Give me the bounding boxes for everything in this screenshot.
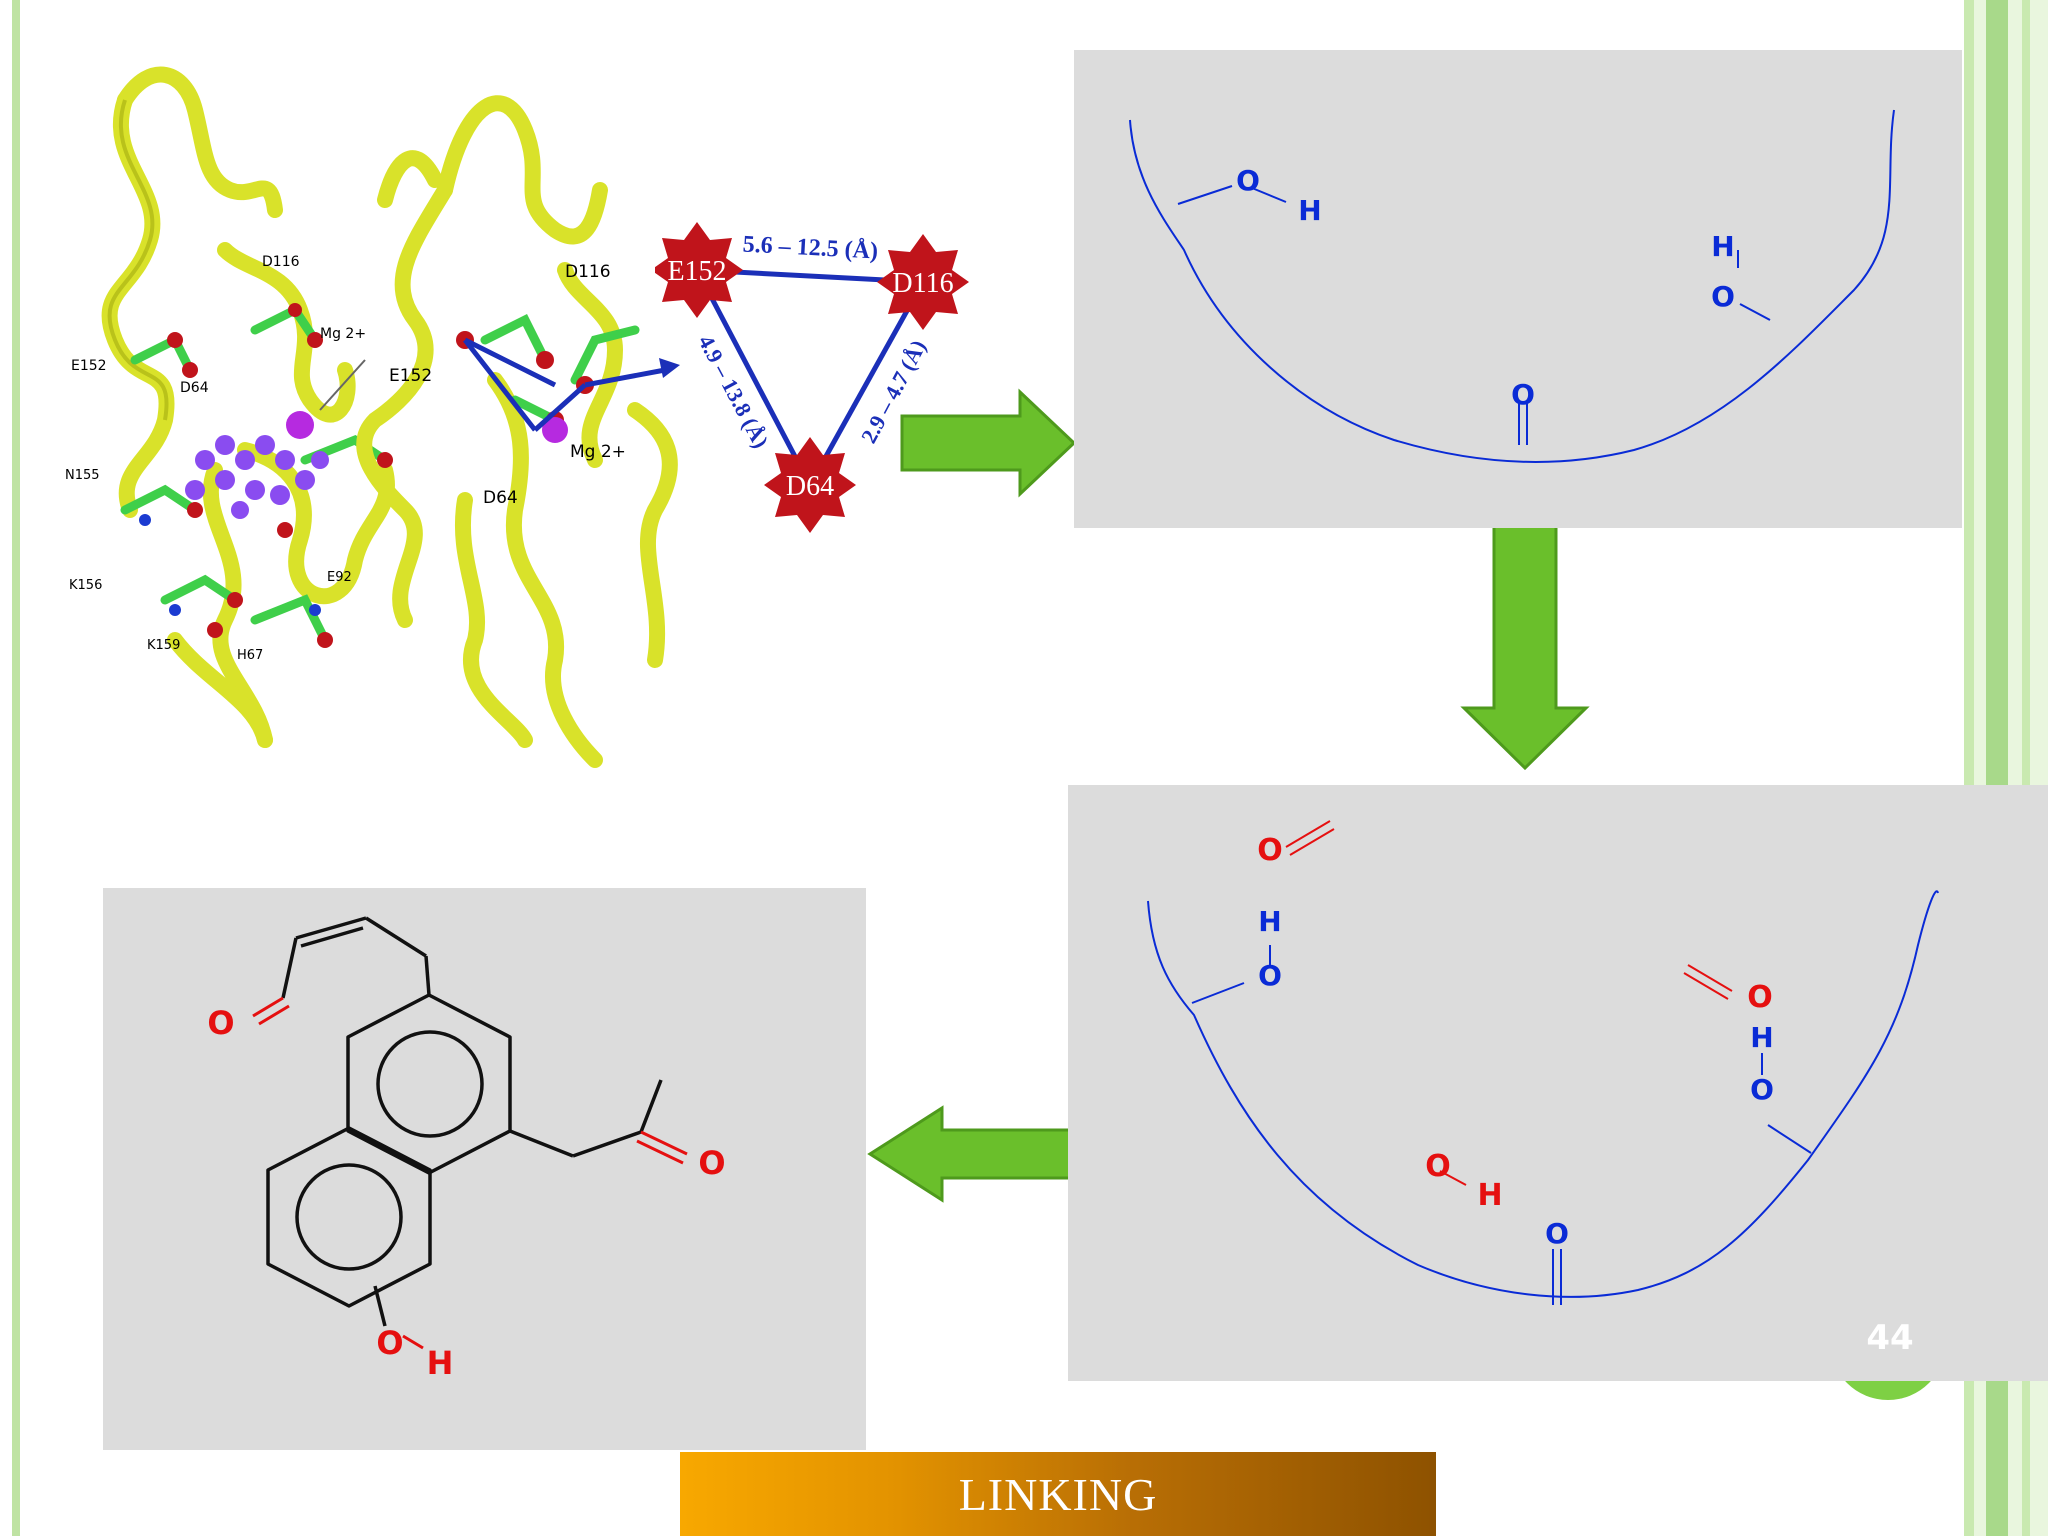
molecule-oxygen-label: O (207, 1004, 234, 1042)
fragment-oxygen-label: O (1747, 980, 1773, 1015)
residue-label: D64 (180, 380, 209, 396)
molecule-hydrogen-label: H (427, 1344, 454, 1382)
residue-label: E152 (71, 358, 107, 374)
arrow-down-icon (1460, 524, 1590, 771)
fragment-pocket-panel: H O H O O O O O H (1068, 785, 2048, 1381)
slide-title: LINKING (958, 1468, 1158, 1520)
residue-label: N155 (65, 468, 100, 483)
residue-label: H67 (237, 648, 264, 663)
node-label-d64: D64 (786, 471, 834, 502)
residue-label: K159 (147, 638, 181, 653)
linked-molecule-panel: O O O H (103, 888, 866, 1450)
pocket-hydrogen-label: H (1750, 1021, 1773, 1054)
arrow-left-icon (867, 1105, 1078, 1203)
aromatic-ring-circle (295, 1163, 403, 1271)
right-border-stripe (2022, 0, 2030, 1536)
pocket-hydrogen-label: H (1298, 194, 1321, 227)
protein-labels: D116 Mg 2+ E152 D64 N155 K156 K159 H67 E… (55, 40, 695, 800)
binding-pocket-diagram: O H H O O (1129, 109, 1895, 463)
node-label-e152: E152 (667, 256, 726, 287)
binding-pocket-panel: O H H O O (1074, 50, 1962, 528)
fragment-oxygen-label: O (1425, 1149, 1451, 1184)
page-number: 44 (1866, 1318, 1914, 1358)
molecule-oxygen-label: O (698, 1144, 725, 1182)
fragment-hydrogen-label: H (1477, 1178, 1502, 1213)
distance-label-top: 5.6 – 12.5 (Å) (742, 231, 879, 264)
pocket-oxygen-label: O (1711, 280, 1735, 313)
pocket-hydrogen-label: H (1711, 230, 1734, 263)
node-label-d116: D116 (892, 268, 953, 299)
molecule-oxygen-label: O (376, 1324, 403, 1362)
residue-label: E92 (327, 570, 352, 585)
fragment-oxygen-label: O (1257, 833, 1283, 868)
title-banner: LINKING (680, 1452, 1436, 1536)
residue-label: Mg 2+ (320, 326, 367, 342)
fragment-pocket-diagram: H O H O O O O O H (1147, 820, 1939, 1305)
protein-structure-figure (101, 66, 680, 768)
residue-node (655, 222, 743, 318)
residue-label: D116 (565, 262, 611, 282)
pocket-oxygen-label: O (1511, 378, 1535, 411)
pocket-hydrogen-label: H (1258, 905, 1281, 938)
pocket-oxygen-label: O (1545, 1217, 1569, 1250)
linked-molecule-structure: O O O H (207, 916, 726, 1382)
residue-node (877, 234, 969, 330)
aromatic-ring-circle (376, 1030, 484, 1138)
pocket-oxygen-label: O (1750, 1073, 1774, 1106)
pharmacophore-triangle: E152 D116 D64 5.6 – 12.5 (Å) 4.9 – 13.8 … (655, 222, 969, 533)
left-border-rule (12, 0, 20, 1536)
residue-label: E152 (389, 366, 433, 386)
pocket-oxygen-label: O (1258, 959, 1282, 992)
residue-label: D64 (483, 488, 518, 508)
residue-node (764, 437, 856, 533)
right-border-stripe (1964, 0, 1974, 1536)
residue-label: D116 (262, 254, 300, 270)
pocket-oxygen-label: O (1236, 164, 1260, 197)
residue-label: K156 (69, 578, 103, 593)
residue-label: Mg 2+ (570, 442, 626, 462)
arrow-right-icon (900, 388, 1077, 498)
